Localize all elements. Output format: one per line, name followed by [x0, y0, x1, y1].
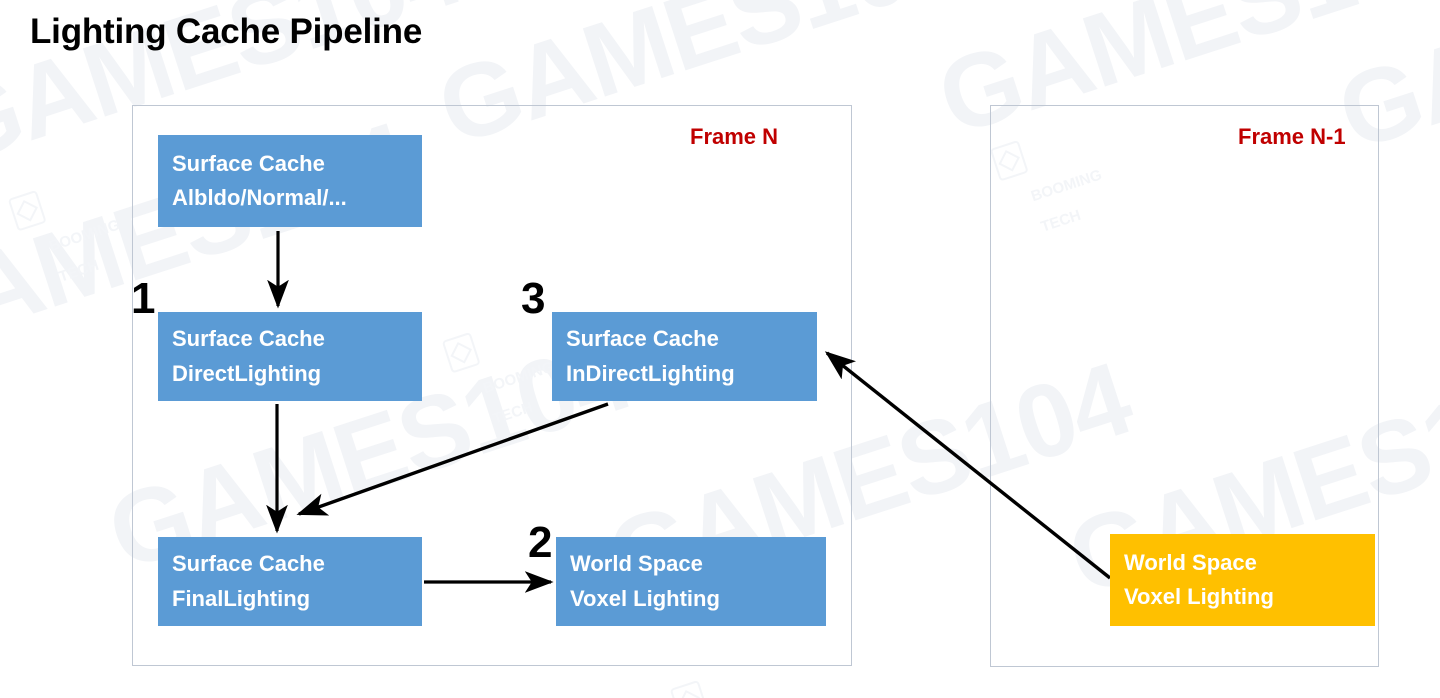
box-surface-cache-final[interactable]: Surface Cache FinalLighting — [158, 537, 422, 626]
box-surface-cache-direct[interactable]: Surface Cache DirectLighting — [158, 312, 422, 401]
frame-label-previous: Frame N-1 — [1238, 124, 1346, 149]
booming-logo-icon — [669, 679, 709, 698]
step-number-2: 2 — [528, 518, 553, 567]
step-number-1: 1 — [131, 274, 156, 323]
booming-logo-icon — [7, 189, 47, 232]
box-surface-cache-indirect[interactable]: Surface Cache InDirectLighting — [552, 312, 817, 401]
frame-label-current: Frame N — [690, 124, 779, 149]
watermark-booming-tech: BOOMING TECH — [0, 138, 137, 307]
box-surface-cache-albedo[interactable]: Surface Cache Albldo/Normal/... — [158, 135, 422, 227]
page-title: Lighting Cache Pipeline — [30, 12, 423, 51]
box-world-space-voxel-current[interactable]: World Space Voxel Lighting — [556, 537, 826, 626]
box-world-space-voxel-previous[interactable]: World Space Voxel Lighting — [1110, 534, 1375, 626]
step-number-3: 3 — [521, 274, 546, 323]
